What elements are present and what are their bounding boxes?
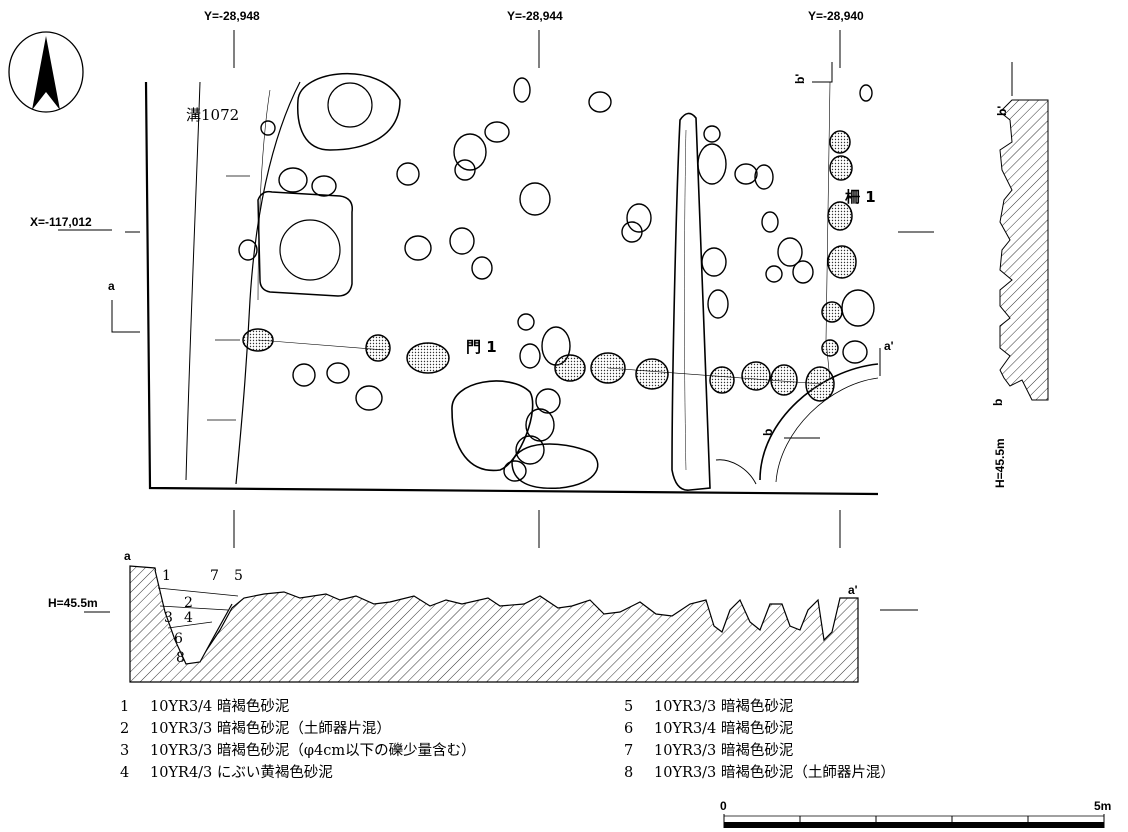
section-point-a-prime: a' <box>884 339 894 353</box>
fence-label: 柵 1 <box>845 188 876 206</box>
legend-text-7: 10YR3/3 暗褐色砂泥 <box>654 742 793 759</box>
side-section-height: H=45.5m <box>993 438 1007 488</box>
scale-end: 5m <box>1094 799 1111 813</box>
layer-num-4: 4 <box>184 610 193 626</box>
legend-num-2: 2 <box>120 721 129 737</box>
layer-num-1: 1 <box>162 568 171 584</box>
legend-text-5: 10YR3/3 暗褐色砂泥 <box>654 698 793 715</box>
layer-num-2: 2 <box>184 595 193 611</box>
section-point-b: b <box>761 429 775 436</box>
y-coord-label-1: Y=-28,948 <box>204 9 260 23</box>
layer-num-3: 3 <box>164 610 173 626</box>
grid-ticks <box>125 30 934 611</box>
scale-start: 0 <box>720 799 727 813</box>
legend-num-7: 7 <box>624 743 633 759</box>
section-markers <box>111 62 881 439</box>
section-layer-numbers: 1 2 3 4 5 6 7 8 <box>162 568 243 666</box>
y-coord-label-2: Y=-28,944 <box>507 9 563 23</box>
x-coord-label: X=-117,012 <box>30 215 92 229</box>
excavation-plan <box>144 72 879 496</box>
legend: 1 10YR3/4 暗褐色砂泥 2 10YR3/3 暗褐色砂泥（土師器片混） 3… <box>120 698 895 781</box>
legend-num-1: 1 <box>120 699 129 715</box>
legend-text-2: 10YR3/3 暗褐色砂泥（土師器片混） <box>150 720 391 737</box>
legend-text-3: 10YR3/3 暗褐色砂泥（φ4cm以下の礫少量含む） <box>150 742 476 759</box>
main-section-height: H=45.5m <box>48 596 98 610</box>
scale-bar <box>723 814 1105 828</box>
side-section-b-prime: b' <box>995 106 1009 116</box>
section-point-b-prime: b' <box>793 74 807 84</box>
main-section-a: a <box>124 549 131 563</box>
gate-postholes <box>242 328 835 402</box>
north-arrow-icon <box>8 31 84 113</box>
ditch-label: 溝1072 <box>186 106 239 124</box>
layer-num-5: 5 <box>234 568 243 584</box>
posthole-pits <box>238 77 875 482</box>
layer-num-7: 7 <box>210 568 219 584</box>
main-section-a-prime: a' <box>848 583 858 597</box>
legend-num-5: 5 <box>624 699 633 715</box>
legend-num-6: 6 <box>624 721 633 737</box>
legend-text-1: 10YR3/4 暗褐色砂泥 <box>150 698 289 715</box>
gate-label: 門 1 <box>466 338 497 356</box>
side-section-b: b <box>991 399 1005 406</box>
main-section <box>129 565 859 683</box>
layer-num-6: 6 <box>174 631 183 647</box>
legend-text-6: 10YR3/4 暗褐色砂泥 <box>654 720 793 737</box>
legend-num-4: 4 <box>120 765 129 781</box>
side-section <box>999 62 1049 401</box>
legend-num-3: 3 <box>120 743 129 759</box>
fence-postholes <box>821 130 857 357</box>
y-coord-label-3: Y=-28,940 <box>808 9 864 23</box>
legend-text-8: 10YR3/3 暗褐色砂泥（土師器片混） <box>654 764 895 781</box>
section-point-a: a <box>108 279 115 293</box>
legend-num-8: 8 <box>624 765 633 781</box>
layer-num-8: 8 <box>176 650 185 666</box>
legend-text-4: 10YR4/3 にぶい黄褐色砂泥 <box>150 764 333 781</box>
